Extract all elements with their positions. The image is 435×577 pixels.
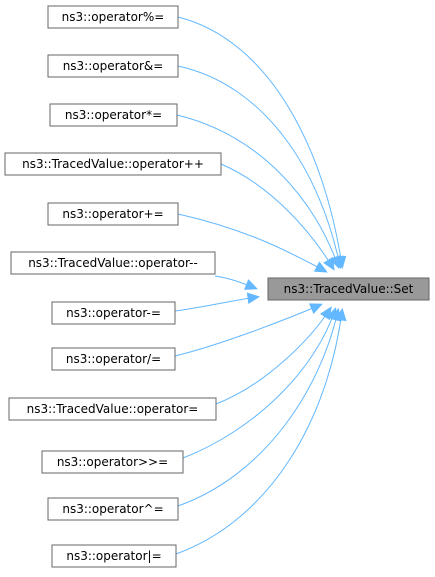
arrowhead-icon xyxy=(335,307,347,322)
caller-node-label: ns3::operator^= xyxy=(62,502,163,516)
call-edge xyxy=(215,308,331,405)
target-node[interactable]: ns3::TracedValue::Set xyxy=(267,277,430,301)
call-edge xyxy=(177,213,326,272)
caller-node-label: ns3::operator-= xyxy=(66,306,161,320)
call-edge xyxy=(177,65,341,267)
arrowhead-icon xyxy=(246,292,261,305)
arrowhead-icon xyxy=(323,256,335,271)
caller-node-label: ns3::operator+= xyxy=(62,207,163,221)
caller-node-decrement[interactable]: ns3::TracedValue::operator-- xyxy=(10,251,216,275)
caller-node-and-assign[interactable]: ns3::operator&= xyxy=(47,54,179,78)
call-edge xyxy=(177,16,343,267)
call-edge xyxy=(182,309,336,459)
call-edge xyxy=(220,163,334,269)
caller-node-label: ns3::TracedValue::operator++ xyxy=(22,157,204,171)
arrowhead-icon xyxy=(313,261,328,273)
caller-node-add-assign[interactable]: ns3::operator+= xyxy=(47,202,179,226)
caller-node-xor-assign[interactable]: ns3::operator^= xyxy=(47,497,179,521)
caller-node-sub-assign[interactable]: ns3::operator-= xyxy=(51,301,176,325)
call-edge xyxy=(174,304,321,357)
caller-node-label: ns3::TracedValue::operator= xyxy=(27,402,199,416)
call-edge xyxy=(176,114,339,267)
caller-node-label: ns3::operator*= xyxy=(65,108,162,122)
call-edge xyxy=(175,310,343,555)
caller-node-increment[interactable]: ns3::TracedValue::operator++ xyxy=(4,152,222,176)
caller-node-div-assign[interactable]: ns3::operator/= xyxy=(51,347,176,371)
caller-node-shr-assign[interactable]: ns3::operator>>= xyxy=(41,450,184,474)
caller-node-or-assign[interactable]: ns3::operator|= xyxy=(51,544,177,568)
caller-node-label: ns3::operator>>= xyxy=(57,455,168,469)
caller-node-label: ns3::operator%= xyxy=(62,10,165,24)
call-edge xyxy=(177,310,339,507)
caller-node-label: ns3::TracedValue::operator-- xyxy=(28,256,198,270)
node-layer: ns3::TracedValue::Set ns3::operator%= ns… xyxy=(4,5,430,568)
edge-layer xyxy=(174,16,347,555)
target-node-label: ns3::TracedValue::Set xyxy=(284,282,414,296)
arrowhead-icon xyxy=(244,279,258,290)
caller-node-mod-assign[interactable]: ns3::operator%= xyxy=(47,5,179,29)
caller-node-mul-assign[interactable]: ns3::operator*= xyxy=(49,103,178,127)
caller-node-assign[interactable]: ns3::TracedValue::operator= xyxy=(8,397,217,421)
caller-node-label: ns3::operator/= xyxy=(66,352,161,366)
caller-node-label: ns3::operator|= xyxy=(66,549,161,563)
caller-node-label: ns3::operator&= xyxy=(63,59,164,73)
call-edge xyxy=(174,296,258,312)
arrowhead-icon xyxy=(308,303,323,315)
